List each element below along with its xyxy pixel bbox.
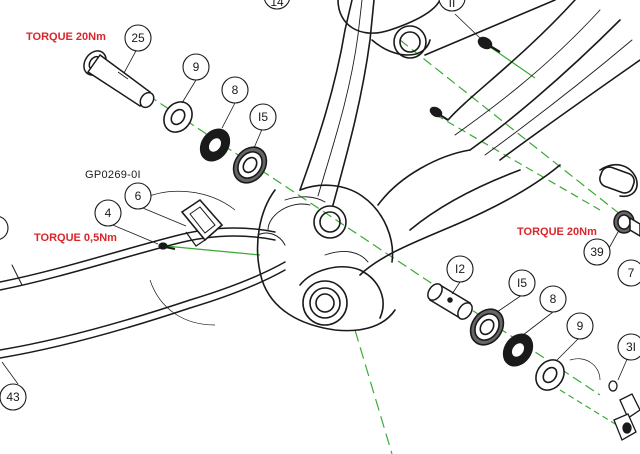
axis-sensor (164, 245, 261, 256)
seal-ring-icon (199, 128, 231, 162)
callout-circle-8-right (539, 285, 567, 313)
callout-31: 3I (626, 340, 636, 354)
callout-circle-25 (124, 24, 152, 52)
callout-8-right: 8 (550, 292, 557, 306)
axis-vertical-pivot (354, 329, 393, 454)
callout-circle-6 (124, 182, 152, 210)
callout-7: 7 (628, 266, 635, 280)
callout-circle-4 (94, 199, 122, 227)
callout-circle-8-left (221, 76, 249, 104)
callout-9-left: 9 (193, 60, 200, 74)
frame-swingarm-icon (256, 0, 640, 332)
callout-4: 4 (105, 206, 112, 220)
bolt-icon (429, 36, 501, 121)
callout-circle-43 (0, 383, 27, 411)
bearing-icon (232, 146, 268, 184)
callout-circle-14 (264, 0, 290, 10)
callout-circle-31 (617, 333, 640, 361)
callout-25: 25 (131, 31, 145, 45)
callout-circle-9-right (566, 312, 594, 340)
main-pivot-bore (313, 205, 347, 239)
callout-15-left: I5 (258, 110, 268, 124)
torque-label-axle: TORQUE 20Nm (26, 31, 106, 43)
axis-lower-right (559, 389, 626, 431)
callout-39: 39 (590, 245, 604, 259)
callout-15-right: I5 (517, 276, 527, 290)
spacer-icon (427, 283, 473, 320)
lower-pivot-bore (302, 280, 348, 326)
sensor-bracket-icon (180, 198, 224, 247)
rear-pivot-axle-icon (83, 50, 155, 109)
callout-circle-edge (0, 216, 9, 240)
callout-circle-7 (617, 259, 640, 287)
bearing-right-icon (469, 308, 505, 346)
callout-circle-11 (438, 0, 466, 12)
axis-upper-mount (399, 39, 640, 231)
leader-lines (0, 13, 629, 385)
washer-right-icon (535, 359, 565, 391)
seal-ring-right-icon (502, 333, 534, 367)
callout-circle-12 (446, 255, 474, 283)
callout-11: II (449, 0, 456, 10)
callout-circle-9-left (182, 53, 210, 81)
callout-circle-15-left (249, 103, 277, 131)
part-code-label: GP0269-0I (85, 169, 141, 181)
washer-icon (163, 101, 193, 133)
axis-mid-screw (435, 114, 601, 211)
bolt-39-icon (613, 210, 640, 237)
cable-icon (0, 227, 286, 359)
callout-14: 14 (270, 0, 284, 9)
callout-8-left: 8 (232, 83, 239, 97)
callout-43: 43 (6, 390, 20, 404)
callout-6: 6 (135, 189, 142, 203)
torque-label-bolt: TORQUE 20Nm (517, 226, 597, 238)
callout-12: I2 (455, 262, 465, 276)
torque-label-sensor: TORQUE 0,5Nm (34, 232, 117, 244)
upper-bearing-bore (393, 25, 427, 59)
callout-circle-39 (583, 238, 611, 266)
callout-circle-15-right (508, 269, 536, 297)
callout-9-right: 9 (577, 319, 584, 333)
screw-icon (158, 242, 176, 250)
small-parts-icon (608, 380, 640, 441)
